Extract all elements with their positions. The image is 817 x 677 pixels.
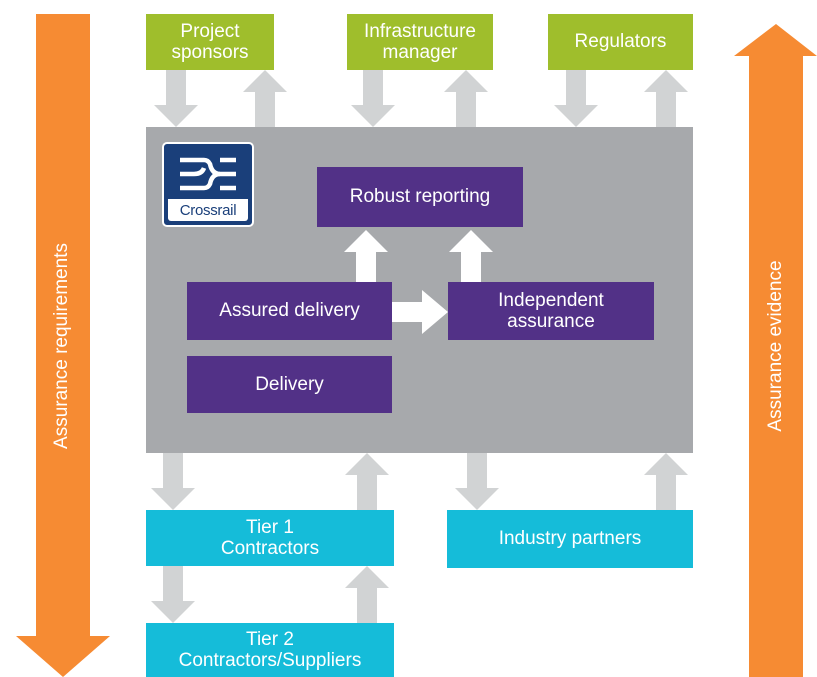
robust-reporting-box: Robust reporting	[317, 167, 523, 227]
arrow-down-tier1	[151, 453, 195, 510]
project-sponsors-box: Project sponsors	[146, 14, 274, 70]
infrastructure-manager-box: Infrastructure manager	[347, 14, 493, 70]
independent-assurance-label: Independent assurance	[498, 289, 604, 332]
arrow-down-sponsors	[154, 70, 198, 127]
arrow-up-to-reporting-left	[344, 230, 388, 282]
arrow-up-tier2	[345, 566, 389, 623]
assurance-requirements-label: Assurance requirements	[51, 243, 72, 449]
crossrail-logo: Crossrail	[162, 142, 254, 227]
tier2-contractors-label: Tier 2 Contractors/Suppliers	[178, 628, 362, 671]
arrow-up-to-reporting-right	[449, 230, 493, 282]
crossrail-roundel-icon	[180, 157, 236, 191]
project-sponsors-label: Project sponsors	[171, 20, 249, 63]
assured-delivery-box: Assured delivery	[187, 282, 392, 340]
arrow-down-infrastructure	[351, 70, 395, 127]
tier2-contractors-box: Tier 2 Contractors/Suppliers	[146, 623, 394, 677]
arrow-down-tier2	[151, 566, 195, 623]
arrow-up-sponsors	[243, 70, 287, 127]
arrow-down-regulators	[554, 70, 598, 127]
logo-word-bar: Crossrail	[168, 199, 248, 221]
infrastructure-manager-label: Infrastructure manager	[364, 20, 476, 63]
logo-word: Crossrail	[179, 201, 237, 219]
industry-partners-box: Industry partners	[447, 510, 693, 568]
assurance-evidence-arrow	[734, 24, 817, 677]
delivery-box: Delivery	[187, 356, 392, 413]
independent-assurance-box: Independent assurance	[448, 282, 654, 340]
assurance-requirements-arrow	[16, 14, 110, 677]
arrow-up-industry	[644, 453, 688, 510]
arrow-up-regulators	[644, 70, 688, 127]
assured-delivery-label: Assured delivery	[219, 300, 360, 322]
regulators-label: Regulators	[574, 31, 667, 53]
arrow-down-industry	[455, 453, 499, 510]
robust-reporting-label: Robust reporting	[349, 186, 491, 208]
industry-partners-label: Industry partners	[498, 528, 642, 550]
delivery-label: Delivery	[255, 373, 324, 395]
regulators-box: Regulators	[548, 14, 693, 70]
arrow-up-tier1	[345, 453, 389, 510]
tier1-contractors-box: Tier 1 Contractors	[146, 510, 394, 566]
tier1-contractors-label: Tier 1 Contractors	[220, 516, 320, 559]
arrow-up-infrastructure	[444, 70, 488, 127]
assurance-evidence-label: Assurance evidence	[765, 260, 786, 432]
arrow-right-to-independent	[392, 290, 448, 334]
